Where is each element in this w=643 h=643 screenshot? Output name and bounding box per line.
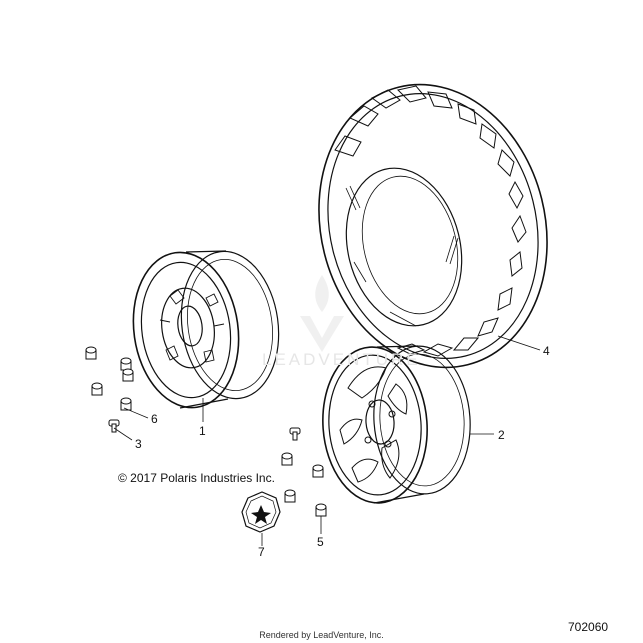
lug-nut xyxy=(284,489,296,503)
rendered-by-footer: Rendered by LeadVenture, Inc. xyxy=(259,630,384,640)
callout-6: 6 xyxy=(151,412,158,426)
center-cap[interactable] xyxy=(241,491,281,533)
copyright-notice: © 2017 Polaris Industries Inc. xyxy=(118,471,275,485)
lug-nut xyxy=(120,397,132,411)
lug-nut xyxy=(315,503,327,517)
diagram-id: 702060 xyxy=(568,620,609,634)
watermark-text: LEADVENTURE xyxy=(262,350,421,369)
callout-4: 4 xyxy=(543,344,550,358)
valve-stem-rear[interactable] xyxy=(289,427,301,441)
front-wheel-rim[interactable] xyxy=(124,245,288,414)
watermark-logo xyxy=(300,275,344,352)
lug-nut xyxy=(281,452,293,466)
tire[interactable] xyxy=(290,60,577,392)
rear-wheel-rim[interactable] xyxy=(318,343,475,507)
lug-nut xyxy=(91,382,103,396)
lug-nut xyxy=(85,346,97,360)
callout-7: 7 xyxy=(258,545,265,559)
callout-1: 1 xyxy=(199,424,206,438)
callout-3: 3 xyxy=(135,437,142,451)
lug-nut xyxy=(312,464,324,478)
callout-2: 2 xyxy=(498,428,505,442)
callout-5: 5 xyxy=(317,535,324,549)
lug-nuts-left[interactable] xyxy=(85,346,134,411)
lug-nuts-right[interactable] xyxy=(281,452,327,517)
lug-nut xyxy=(120,357,132,371)
leader-lines xyxy=(113,335,541,546)
lug-nut xyxy=(122,368,134,382)
